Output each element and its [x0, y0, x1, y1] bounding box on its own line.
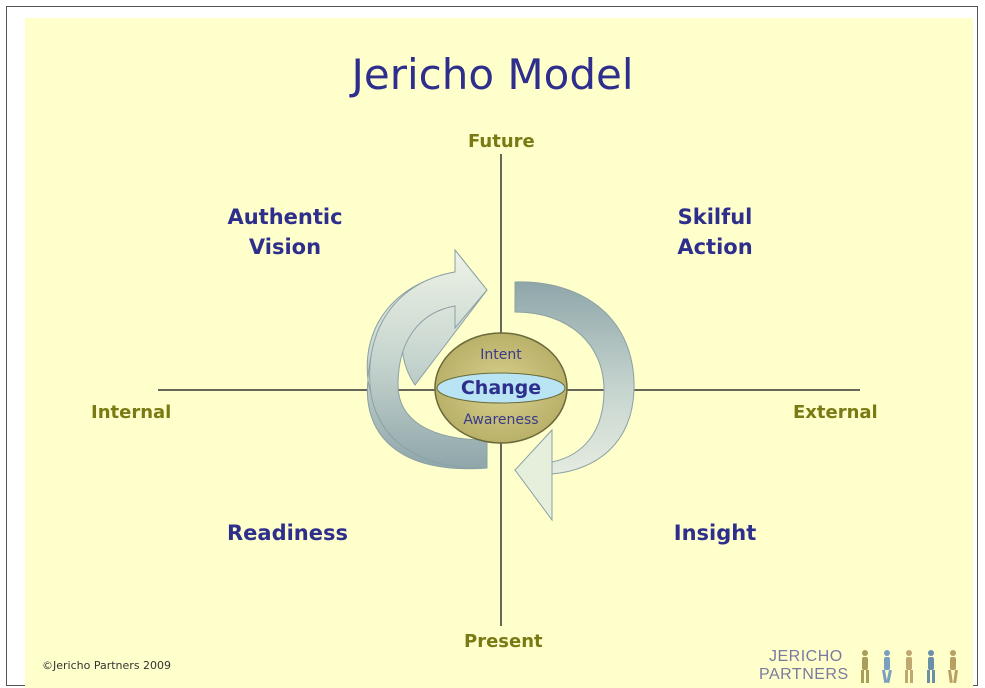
logo-line-jericho: JERICHO	[769, 648, 843, 665]
jericho-partners-logo: JERICHO PARTNERS	[757, 648, 972, 686]
axis-label-future: Future	[468, 131, 535, 152]
quadrant-readiness: Readiness	[205, 518, 370, 548]
logo-line-partners: PARTNERS	[759, 666, 849, 683]
axis-label-external: External	[793, 402, 878, 423]
copyright-text: ©Jericho Partners 2009	[42, 659, 172, 672]
quadrant-insight-line: Insight	[673, 521, 757, 545]
quadrant-vision-line: Vision	[248, 235, 322, 259]
quadrant-insight: Insight	[655, 518, 775, 548]
quadrant-readiness-line: Readiness	[226, 521, 348, 545]
quadrant-skilful-action: Skilful Action	[645, 202, 785, 262]
page-title: Jericho Model	[351, 50, 634, 99]
center-awareness-label: Awareness	[463, 412, 539, 428]
quadrant-skilful-line: Skilful	[677, 205, 753, 229]
change-band	[436, 372, 566, 404]
quadrant-action-line: Action	[677, 235, 753, 259]
center-intent-label: Intent	[480, 347, 522, 363]
axis-label-internal: Internal	[91, 402, 172, 423]
quadrant-authentic-line: Authentic	[227, 205, 343, 229]
walking-figures-icon	[861, 650, 958, 684]
left-cycle-arrow-body	[369, 248, 488, 469]
right-cycle-arrowhead	[514, 428, 553, 522]
quadrant-authentic-vision: Authentic Vision	[210, 202, 360, 262]
axis-label-present: Present	[464, 631, 543, 652]
center-change-label: Change	[460, 377, 542, 399]
